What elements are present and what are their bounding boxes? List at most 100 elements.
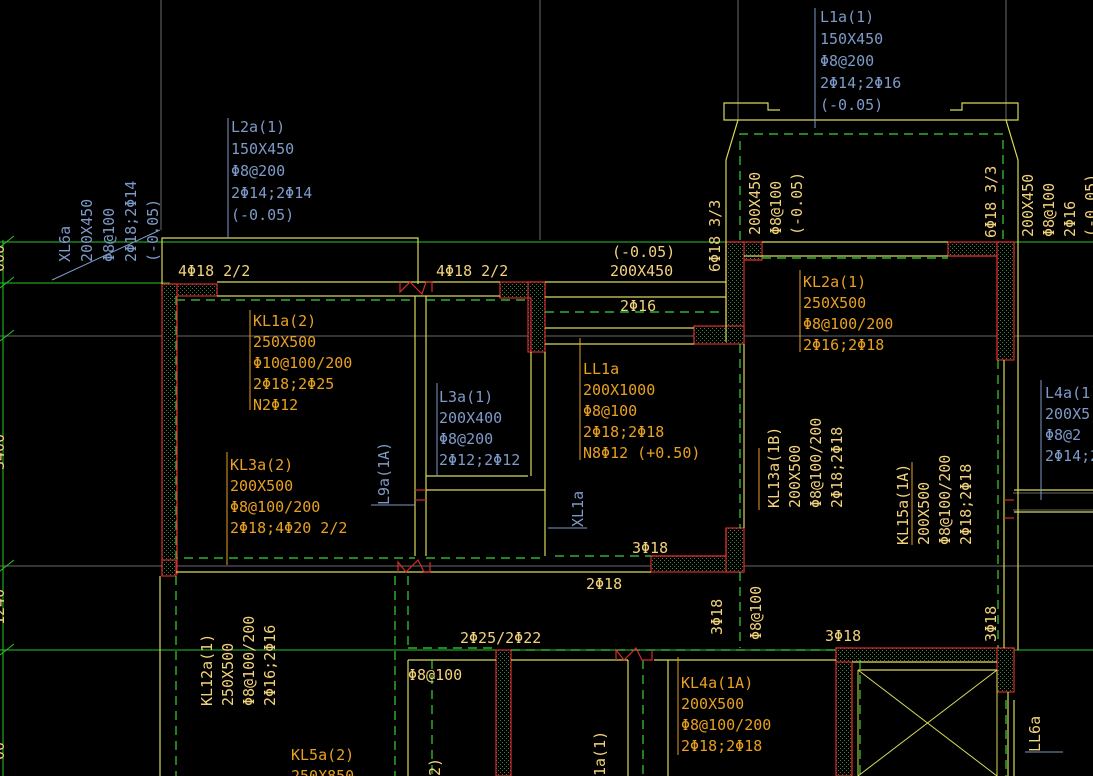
annotation-line: Φ8@100/200 <box>807 418 825 508</box>
annotation-line: 200X500 <box>681 695 744 713</box>
annotation-line: KL4a(1A) <box>681 674 753 692</box>
edge-dimension-label: 1240 <box>0 589 8 625</box>
annotation-line: (-0.05) <box>231 206 294 224</box>
annotation-line: KL15a(1A) <box>894 464 912 545</box>
edge-dimension-label: 3400 <box>0 434 8 470</box>
annotation-line: Φ8@100 <box>767 181 785 235</box>
leader-line <box>51 229 161 281</box>
annotation-line: 2Φ18;2Φ18 <box>828 427 846 508</box>
column <box>996 241 1015 361</box>
annotation-line: 200X500 <box>230 477 293 495</box>
annotation-line: Φ8@100/200 <box>936 455 954 545</box>
red-edge <box>651 528 727 557</box>
rebar-label: 2Φ16 <box>620 297 656 315</box>
annotation-line: KL3a(2) <box>230 456 293 474</box>
column <box>161 559 177 577</box>
beam-annotation-blocks: L1a(1)150X450Φ8@2002Φ14;2Φ16(-0.05)L2a(1… <box>56 8 1093 776</box>
rebar-label: 3Φ18 <box>825 627 861 645</box>
annotation-line: LL1a <box>583 360 619 378</box>
column <box>725 527 745 573</box>
dimension-tick <box>0 559 15 572</box>
annotation-line: 200X500 <box>915 482 933 545</box>
annotation-line: 150X450 <box>820 30 883 48</box>
annotation-line: KL12a(1) <box>198 634 216 706</box>
edge-dimension-label: 00 <box>0 742 8 760</box>
top-rebar-label: 4Φ18 2/2 <box>436 262 508 280</box>
annotation-line: 200X450 <box>78 199 96 262</box>
annotation-line: 2Φ18;2Φ18 <box>681 737 762 755</box>
annotation-line: KL2a(1) <box>803 273 866 291</box>
annotation-line: 2Φ14;2 <box>1045 447 1093 465</box>
beam-size-label: 200X450 <box>610 262 673 280</box>
column <box>996 647 1015 693</box>
break-symbol <box>399 281 433 296</box>
annotation-line: Φ8@100/200 <box>230 498 320 516</box>
beam-outline <box>950 102 1019 121</box>
column <box>835 647 1015 663</box>
annotation-line: Φ8@100 <box>100 208 118 262</box>
annotation-line: N8Φ12 (+0.50) <box>583 444 700 462</box>
annotation-line: 200X450 <box>746 172 764 235</box>
annotation-line: Φ8@200 <box>439 430 493 448</box>
rebar-label: 2Φ25/2Φ22 <box>460 629 541 647</box>
break-symbol <box>397 558 431 573</box>
annotation-line: XL6a <box>56 226 74 262</box>
dimension-tick <box>0 276 15 289</box>
break-symbol <box>615 646 653 661</box>
annotation-line: 2Φ18;2Φ18 <box>957 464 975 545</box>
annotation-line: N2Φ12 <box>253 396 298 414</box>
annotation-line: L4a(1) <box>1045 384 1093 402</box>
annotation-line: 200X5 <box>1045 405 1090 423</box>
dimension-tick <box>0 329 15 342</box>
dimension-tick <box>0 235 15 248</box>
column <box>693 325 745 345</box>
hidden-beam <box>739 133 1004 240</box>
annotation-line: 200X400 <box>439 409 502 427</box>
beam-id-label: L9a(1A) <box>375 442 393 505</box>
grid-axis-lines <box>0 0 1093 567</box>
cut-label: 1a(1) <box>591 731 609 776</box>
annotation-line: KL1a(2) <box>253 312 316 330</box>
beam-id-label: XL1a <box>569 491 587 527</box>
elevation-label: (-0.05) <box>612 243 675 261</box>
rebar-label: 6Φ18 3/3 <box>706 200 724 272</box>
single-labels: 4Φ18 2/2 4Φ18 2/2 (-0.05) 200X450 2Φ16 6… <box>178 166 1044 776</box>
annotation-line: 250X500 <box>219 643 237 706</box>
annotation-line: L1a(1) <box>820 8 874 26</box>
annotation-line: 150X450 <box>231 140 294 158</box>
annotation-line: (-0.05) <box>788 172 806 235</box>
annotation-line: (-0.05) <box>1082 174 1093 237</box>
columns <box>161 241 1015 776</box>
annotation-line: Φ8@200 <box>820 52 874 70</box>
red-edge-lines <box>176 255 1014 776</box>
annotation-line: Φ8@2 <box>1045 426 1081 444</box>
annotation-line: Φ8@100 <box>1040 183 1058 237</box>
shaft-diagonal <box>857 669 998 776</box>
annotation-line: (-0.05) <box>820 96 883 114</box>
annotation-kl5a: KL5a(2)250X850 <box>291 746 354 776</box>
rebar-label: 6Φ18 3/3 <box>982 166 1000 238</box>
beam-outline <box>725 119 1019 650</box>
annotation-line: Φ8@100/200 <box>681 716 771 734</box>
annotation-line: 2Φ18;2Φ14 <box>122 181 140 262</box>
top-rebar-label: 4Φ18 2/2 <box>178 262 250 280</box>
annotation-line: 2Φ12;2Φ12 <box>439 451 520 469</box>
annotation-line: 2Φ16;2Φ18 <box>803 336 884 354</box>
annotation-line: 2Φ18;2Φ18 <box>583 423 664 441</box>
stirrup-label: Φ8@100 <box>408 666 462 684</box>
beam-outline <box>723 102 780 121</box>
annotation-line: 2Φ18;2Φ25 <box>253 375 334 393</box>
annotation-line: 200X500 <box>786 445 804 508</box>
red-edge <box>528 297 532 352</box>
annotation-line: KL5a(2) <box>291 746 354 764</box>
dimension-tick <box>0 643 15 656</box>
